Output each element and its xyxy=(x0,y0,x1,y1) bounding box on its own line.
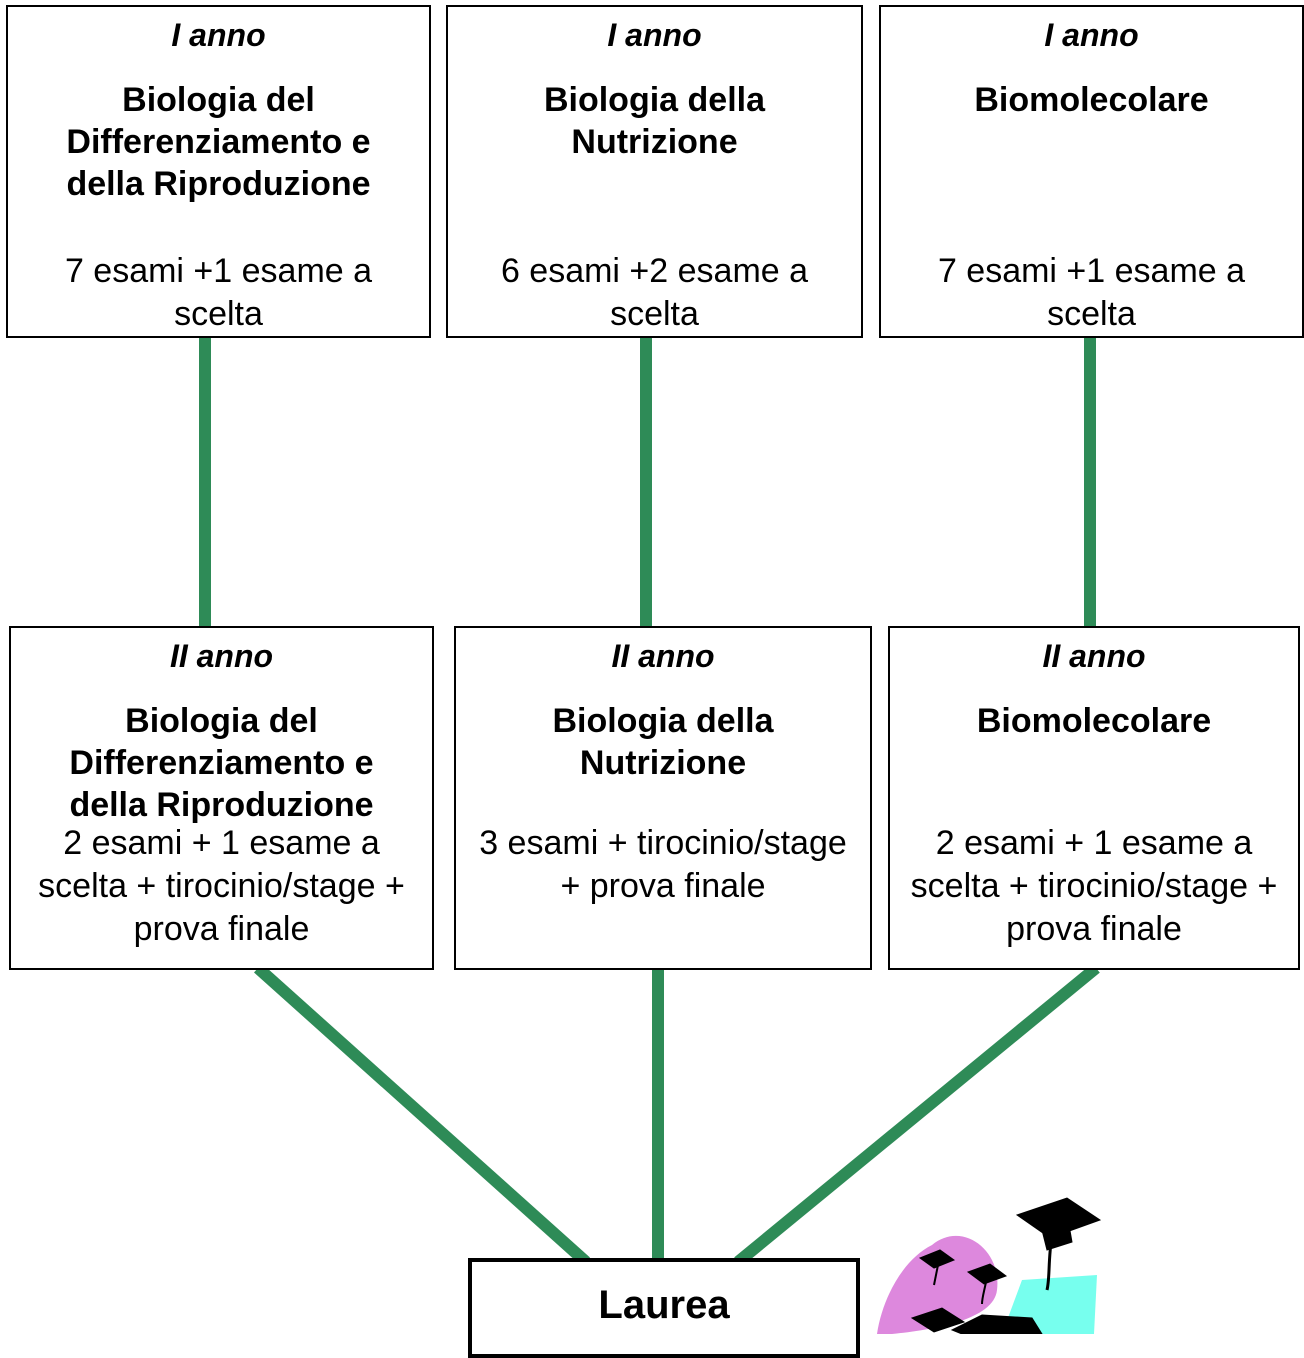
second-year-box-nutrizione: II anno Biologia della Nutrizione 3 esam… xyxy=(454,626,872,970)
cap-small-2 xyxy=(966,1263,1008,1305)
exams-text: 2 esami + 1 esame a scelta + tirocinio/s… xyxy=(38,824,405,948)
cap-top-right xyxy=(1015,1197,1102,1291)
first-year-box-nutrizione: I anno Biologia della Nutrizione 6 esami… xyxy=(446,5,863,338)
pink-blob xyxy=(877,1235,998,1334)
exams-text: 2 esami + 1 esame a scelta + tirocinio/s… xyxy=(910,824,1278,948)
year-label: II anno xyxy=(169,638,274,674)
laurea-label: Laurea xyxy=(598,1283,730,1327)
course-title: Biologia del Differenziamento e della Ri… xyxy=(69,702,374,824)
first-year-box-biomolecolare: I anno Biomolecolare 7 esami +1 esame a … xyxy=(879,5,1304,338)
year-label: I anno xyxy=(1044,17,1139,53)
laurea-box: Laurea xyxy=(468,1258,860,1358)
course-title: Biologia della Nutrizione xyxy=(552,702,774,782)
connector-biodiff-laurea xyxy=(253,963,591,1267)
cap-small-1 xyxy=(918,1249,956,1286)
course-title: Biologia del Differenziamento e della Ri… xyxy=(66,81,371,203)
exams-text: 7 esami +1 esame a scelta xyxy=(937,252,1246,333)
exams-text: 7 esami +1 esame a scelta xyxy=(64,252,373,333)
second-year-box-biodiff: II anno Biologia del Differenziamento e … xyxy=(9,626,434,970)
graduation-caps-icon xyxy=(877,1197,1102,1334)
second-year-box-biomolecolare: II anno Biomolecolare 2 esami + 1 esame … xyxy=(888,626,1300,970)
cap-bottom xyxy=(910,1307,1043,1334)
year-label: I anno xyxy=(607,17,702,53)
course-title: Biomolecolare xyxy=(974,81,1209,119)
year-label: II anno xyxy=(1042,638,1146,674)
year-label: I anno xyxy=(171,17,266,53)
first-year-box-biodiff: I anno Biologia del Differenziamento e d… xyxy=(6,5,431,338)
exams-text: 3 esami + tirocinio/stage + prova finale xyxy=(479,824,847,905)
course-title: Biologia della Nutrizione xyxy=(543,81,766,161)
exams-text: 6 esami +2 esame a scelta xyxy=(500,252,809,333)
year-label: II anno xyxy=(611,638,715,674)
course-title: Biomolecolare xyxy=(976,702,1212,740)
connector-biomolecolare-laurea xyxy=(734,963,1100,1267)
